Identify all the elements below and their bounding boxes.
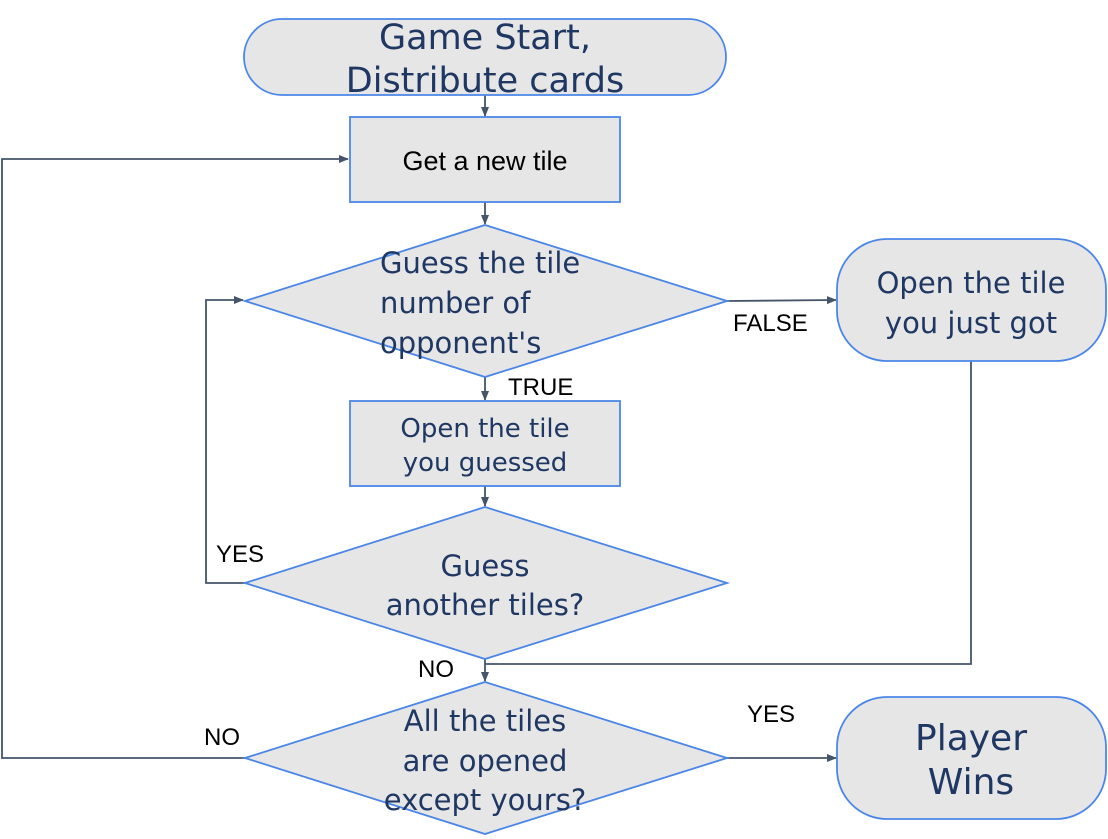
label-yes-win: YES xyxy=(747,701,795,728)
all-opened-line-1: All the tiles xyxy=(404,704,566,738)
open-got-node: Open the tile you just got xyxy=(836,238,1107,362)
all-opened-line-3: except yours? xyxy=(384,783,586,817)
start-node: Game Start, Distribute cards xyxy=(243,18,727,101)
edge-labels: FALSE TRUE YES NO NO YES xyxy=(204,310,808,751)
label-false: FALSE xyxy=(733,310,808,337)
all-opened-line-2: are opened xyxy=(403,744,568,778)
get-tile-node: Get a new tile xyxy=(349,116,621,203)
open-got-line-1: Open the tile xyxy=(877,266,1066,300)
get-tile-shape xyxy=(349,116,621,203)
open-guessed-node: Open the tile you guessed xyxy=(349,400,621,487)
label-no-down: NO xyxy=(418,656,454,683)
guess-line-3: opponent's xyxy=(380,326,541,360)
all-opened-shape xyxy=(242,681,731,835)
guess-decision: Guess the tile number of opponent's xyxy=(242,224,731,378)
guess-line-2: number of xyxy=(380,286,531,320)
edge-all-opened-no-loop xyxy=(1,155,349,759)
guess-another-decision: Guess another tiles? xyxy=(242,506,731,660)
player-wins-line-1: Player xyxy=(915,718,1027,759)
open-guessed-shape xyxy=(349,400,621,487)
open-guessed-line-2: you guessed xyxy=(403,448,568,478)
guess-shape xyxy=(242,224,731,378)
start-line-1: Game Start, xyxy=(379,18,591,58)
all-opened-decision: All the tiles are opened except yours? xyxy=(242,681,731,835)
player-wins-line-2: Wins xyxy=(928,762,1014,803)
label-no-back: NO xyxy=(204,724,240,751)
get-tile-label: Get a new tile xyxy=(402,146,567,176)
label-yes-loop: YES xyxy=(216,541,264,568)
edge-guess-false xyxy=(726,296,837,305)
edge-open-got-merge xyxy=(485,361,972,665)
start-shape xyxy=(243,18,727,96)
open-got-shape xyxy=(836,238,1107,362)
edge-guess-another-yes-loop xyxy=(205,296,245,584)
connectors xyxy=(1,95,972,762)
start-line-2: Distribute cards xyxy=(346,61,624,101)
guess-another-line-2: another tiles? xyxy=(386,588,584,622)
guess-another-shape xyxy=(242,506,731,660)
open-got-line-2: you just got xyxy=(885,306,1057,340)
label-true: TRUE xyxy=(508,374,573,401)
guess-another-line-1: Guess xyxy=(441,549,530,583)
open-guessed-line-1: Open the tile xyxy=(400,414,569,444)
guess-line-1: Guess the tile xyxy=(380,246,580,280)
player-wins-node: Player Wins xyxy=(836,696,1107,820)
player-wins-shape xyxy=(836,696,1107,820)
